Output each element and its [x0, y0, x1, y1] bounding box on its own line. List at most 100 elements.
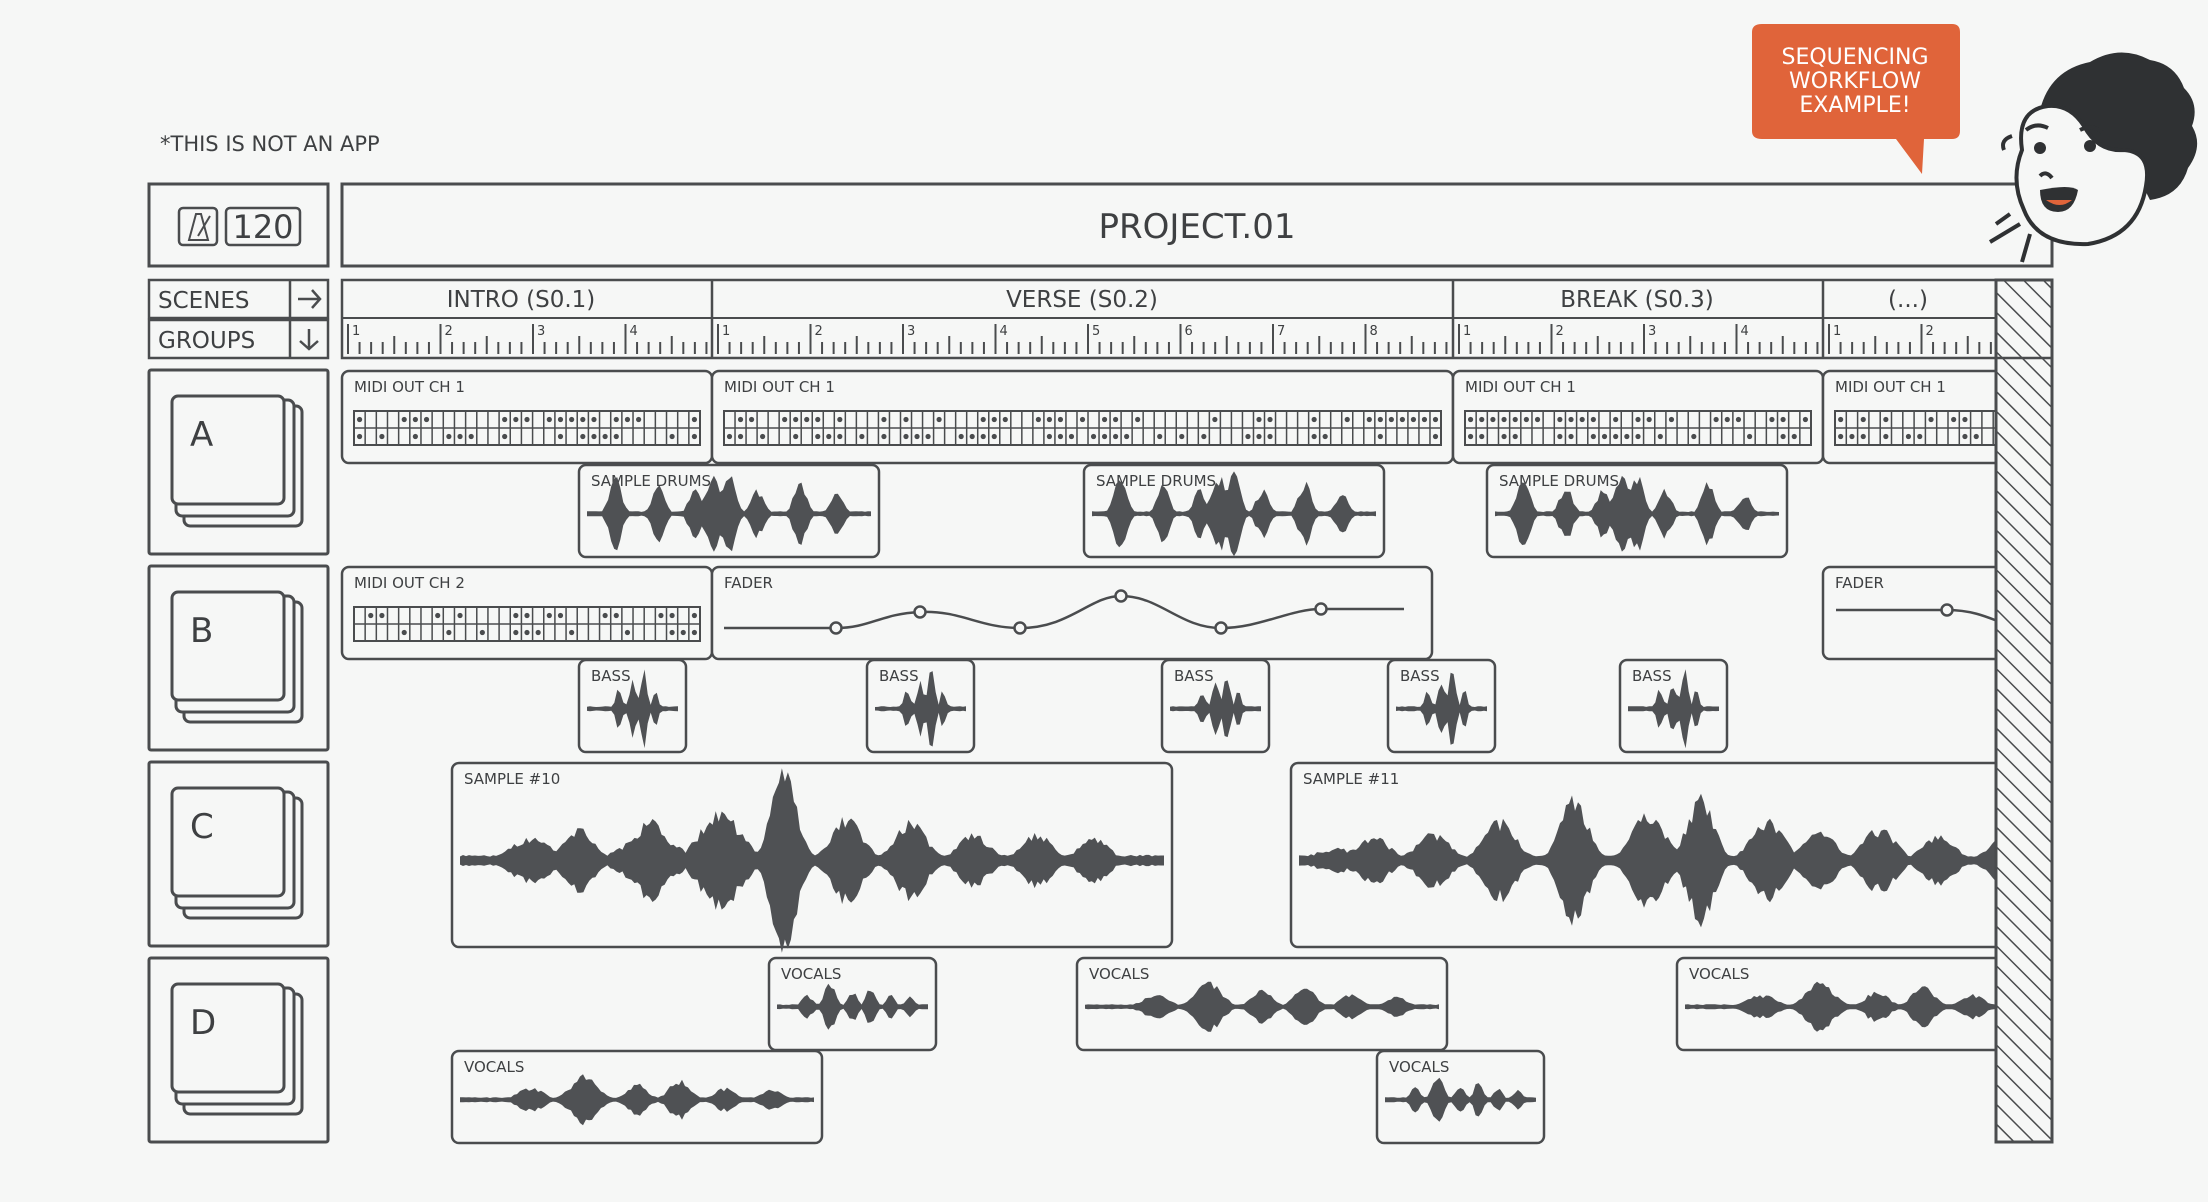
- arrow-down-icon[interactable]: [299, 329, 319, 351]
- group-letter: D: [190, 1003, 216, 1043]
- bar-number: 8: [1370, 324, 1378, 339]
- clip-label: BASS: [1174, 667, 1214, 685]
- arrow-right-icon[interactable]: [298, 289, 322, 309]
- bass-clip[interactable]: BASS: [865, 658, 976, 754]
- speech-line: EXAMPLE!: [1799, 93, 1910, 118]
- scene-intro[interactable]: INTRO (S0.1): [447, 287, 596, 313]
- bar-number: 1: [1833, 324, 1841, 339]
- bass-clip[interactable]: BASS: [1160, 658, 1271, 754]
- stacked-pads-icon: [170, 982, 304, 1116]
- sample-clip[interactable]: SAMPLE #10: [450, 761, 1174, 953]
- sample-clip[interactable]: SAMPLE #11: [1289, 761, 2051, 949]
- scene-label: (...): [1888, 287, 1928, 313]
- speech-line: SEQUENCING: [1782, 45, 1929, 70]
- groups-nav[interactable]: GROUPS: [147, 318, 330, 360]
- stacked-pads-icon: [170, 590, 304, 724]
- scenes-nav[interactable]: SCENES: [147, 278, 330, 320]
- clip-label: MIDI OUT CH 1: [1835, 378, 1946, 396]
- project-title: PROJECT.01: [1099, 207, 1296, 247]
- group-button-b[interactable]: B: [147, 564, 330, 752]
- disclaimer-note: *THIS IS NOT AN APP: [160, 132, 380, 156]
- clip-label: SAMPLE DRUMS: [1499, 472, 1619, 490]
- clip-label: FADER: [724, 574, 773, 592]
- group-letter: B: [190, 611, 213, 651]
- timeline-end-marker: [1994, 278, 2054, 1144]
- midi-clip[interactable]: MIDI OUT CH 1: [710, 369, 1455, 465]
- clip-label: BASS: [879, 667, 919, 685]
- scene-verse[interactable]: VERSE (S0.2): [1006, 287, 1158, 313]
- sample-drums-clip[interactable]: SAMPLE DRUMS: [1082, 463, 1386, 559]
- bar-number: 3: [907, 324, 915, 339]
- bar-number: 1: [722, 324, 730, 339]
- clip-label: VOCALS: [464, 1058, 524, 1076]
- scene-label: INTRO (S0.1): [447, 287, 596, 313]
- vocals-clip[interactable]: VOCALS: [450, 1049, 824, 1145]
- vocals-clip[interactable]: VOCALS: [767, 956, 938, 1052]
- scene-header: INTRO (S0.1) VERSE (S0.2) BREAK (S0.3) (…: [340, 278, 2054, 360]
- bar-number: 4: [630, 324, 638, 339]
- bpm-value: 120: [232, 208, 293, 246]
- group-letter: A: [190, 415, 213, 455]
- clip-label: BASS: [1400, 667, 1440, 685]
- vocals-clip[interactable]: VOCALS: [1075, 956, 1449, 1052]
- bass-clip[interactable]: BASS: [1386, 658, 1497, 754]
- bar-number: 2: [1556, 324, 1564, 339]
- scene-break[interactable]: BREAK (S0.3): [1560, 287, 1714, 313]
- fader-automation-clip[interactable]: FADER: [1821, 565, 2073, 661]
- vocals-clip[interactable]: VOCALS: [1375, 1049, 1546, 1145]
- midi-clip[interactable]: MIDI OUT CH 1: [340, 369, 714, 465]
- bass-clip[interactable]: BASS: [1618, 658, 1729, 754]
- clip-label: VOCALS: [1689, 965, 1749, 983]
- vocals-clip[interactable]: VOCALS: [1675, 956, 2077, 1052]
- clip-label: SAMPLE #11: [1303, 770, 1399, 788]
- midi-clip[interactable]: MIDI OUT CH 2: [340, 565, 714, 661]
- clip-label: MIDI OUT CH 2: [354, 574, 465, 592]
- clip-label: VOCALS: [781, 965, 841, 983]
- stacked-pads-icon: [170, 394, 304, 528]
- bar-number: 7: [1277, 324, 1285, 339]
- bar-number: 3: [1648, 324, 1656, 339]
- clip-label: VOCALS: [1389, 1058, 1449, 1076]
- bar-number: 5: [1092, 324, 1100, 339]
- clip-label: FADER: [1835, 574, 1884, 592]
- stacked-pads-icon: [170, 786, 304, 920]
- fader-automation-clip[interactable]: FADER: [710, 565, 1434, 661]
- cartoon-face-icon: [1988, 52, 2198, 263]
- bar-number: 3: [537, 324, 545, 339]
- metronome-icon: [177, 206, 219, 247]
- bar-number: 2: [445, 324, 453, 339]
- group-letter: C: [190, 807, 214, 847]
- group-button-a[interactable]: A: [147, 368, 330, 556]
- bar-number: 1: [1463, 324, 1471, 339]
- scenes-label: SCENES: [158, 288, 250, 314]
- bpm-display[interactable]: [224, 206, 302, 247]
- clip-label: BASS: [591, 667, 631, 685]
- clip-label: VOCALS: [1089, 965, 1149, 983]
- bar-number: 2: [1926, 324, 1934, 339]
- bar-number: 1: [352, 324, 360, 339]
- clip-label: MIDI OUT CH 1: [724, 378, 835, 396]
- bar-number: 4: [1741, 324, 1749, 339]
- sample-drums-clip[interactable]: SAMPLE DRUMS: [577, 463, 881, 559]
- bar-number: 2: [815, 324, 823, 339]
- clip-label: BASS: [1632, 667, 1672, 685]
- midi-clip[interactable]: MIDI OUT CH 1: [1821, 369, 2073, 465]
- timeline-ruler[interactable]: 1 2 3 4 1 2 3 4 5 6 7 8 1 2 3 4 1 2: [347, 324, 1992, 354]
- groups-label: GROUPS: [158, 328, 255, 354]
- tempo-panel[interactable]: 120: [147, 182, 330, 268]
- scene-more[interactable]: (...): [1888, 287, 1928, 313]
- sample-drums-clip[interactable]: SAMPLE DRUMS: [1485, 463, 1789, 559]
- bass-clip[interactable]: BASS: [577, 658, 688, 754]
- bar-number: 4: [1000, 324, 1008, 339]
- group-button-c[interactable]: C: [147, 760, 330, 948]
- clip-label: MIDI OUT CH 1: [1465, 378, 1576, 396]
- project-title-bar: PROJECT.01: [340, 182, 2054, 268]
- speech-bubble: SEQUENCING WORKFLOW EXAMPLE!: [1752, 24, 1960, 174]
- scene-label: BREAK (S0.3): [1560, 287, 1714, 313]
- clip-label: MIDI OUT CH 1: [354, 378, 465, 396]
- midi-clip[interactable]: MIDI OUT CH 1: [1451, 369, 1825, 465]
- group-button-d[interactable]: D: [147, 956, 330, 1144]
- scene-label: VERSE (S0.2): [1006, 287, 1158, 313]
- bar-number: 6: [1185, 324, 1193, 339]
